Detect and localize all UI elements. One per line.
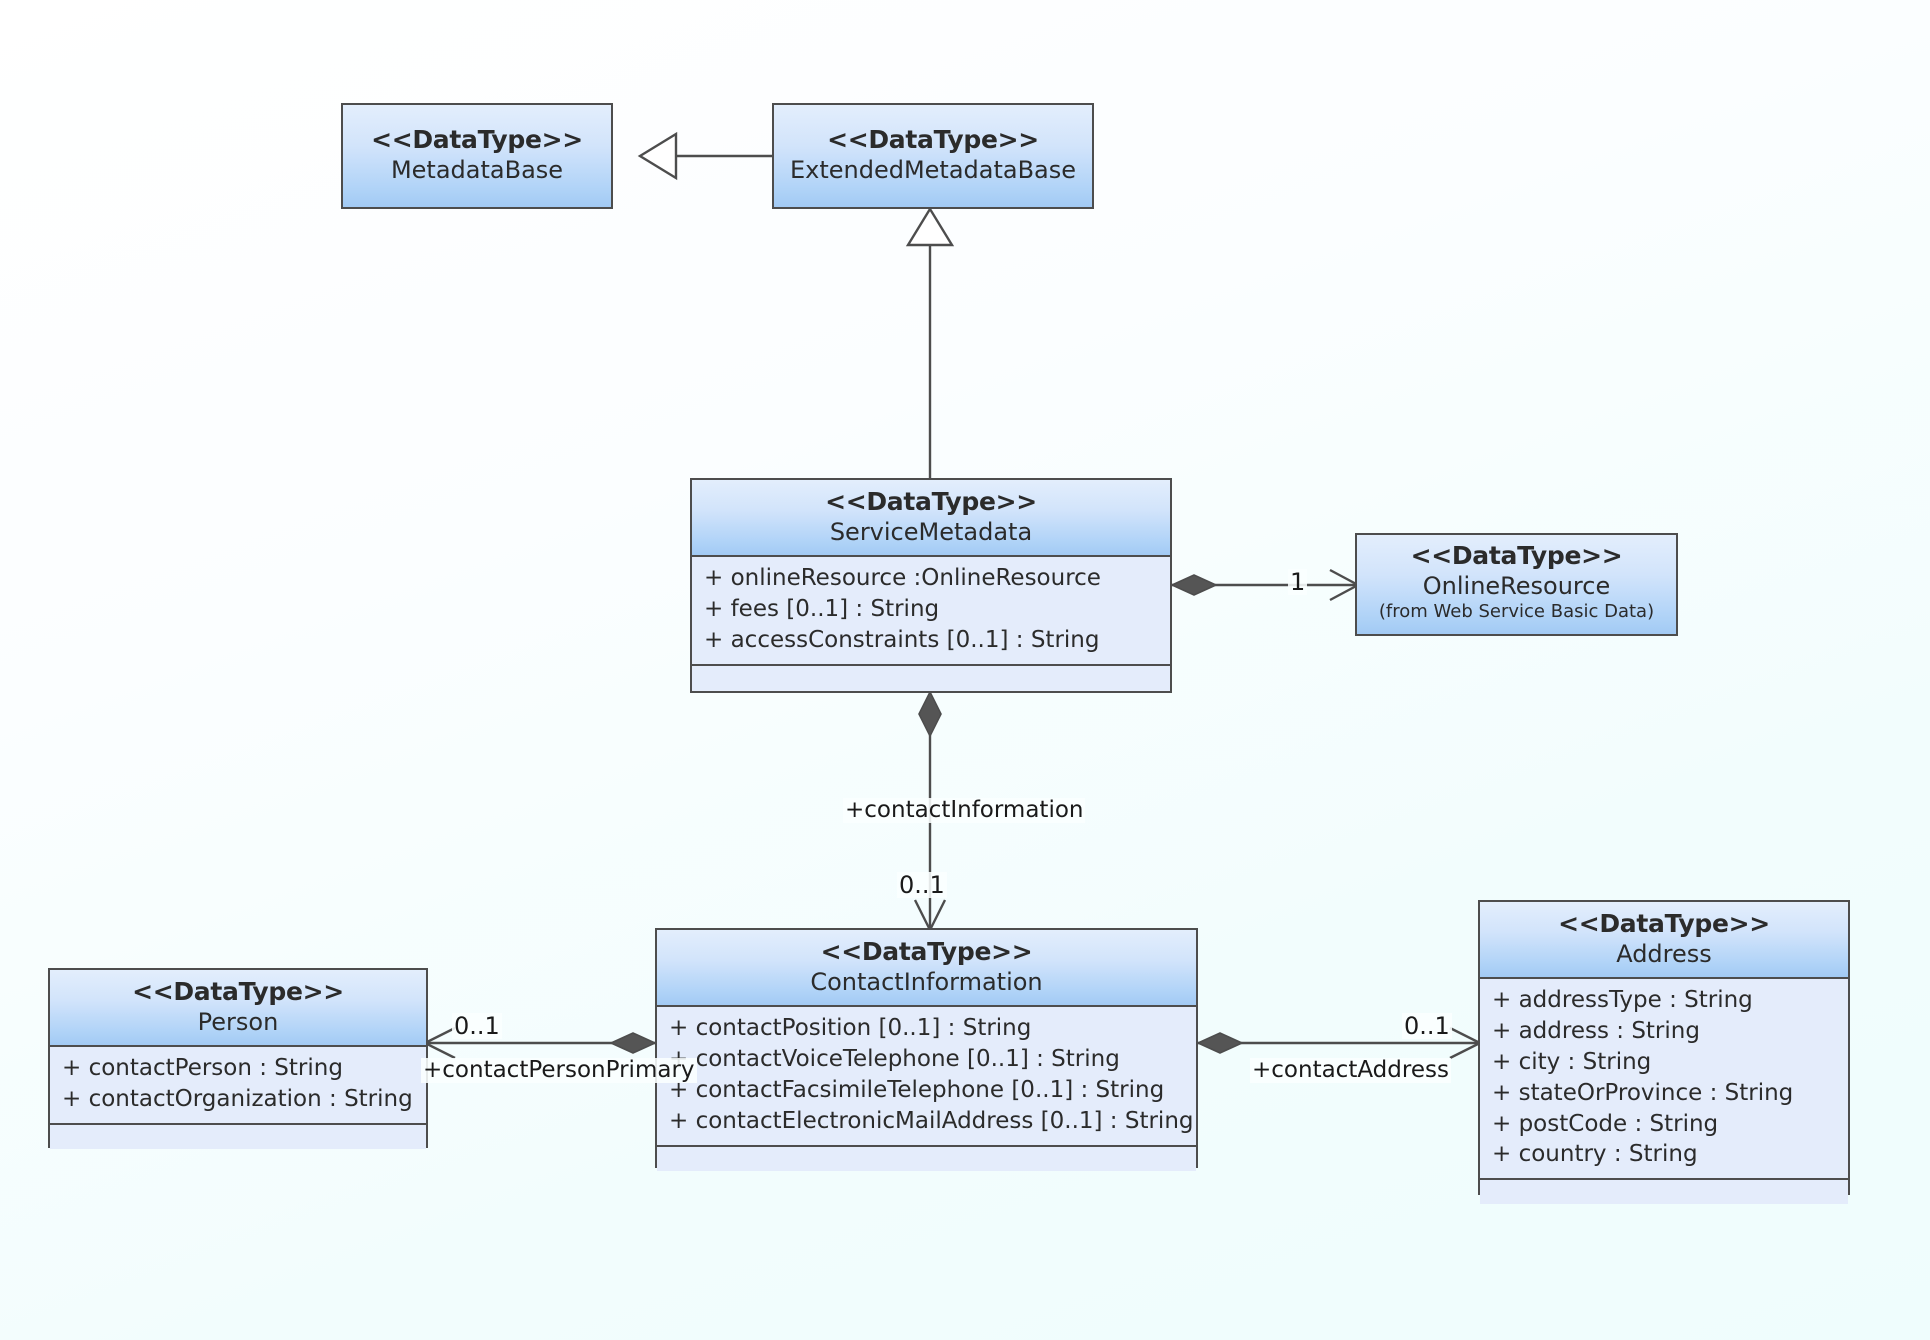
stereotype-label: <<DataType>> xyxy=(820,937,1033,966)
class-attributes-person: + contactPerson : String + contactOrgani… xyxy=(50,1047,426,1123)
class-box-onlineresource[interactable]: <<DataType>> OnlineResource (from Web Se… xyxy=(1355,533,1678,636)
class-operations-person xyxy=(50,1122,426,1149)
class-name-label: ContactInformation xyxy=(810,967,1043,996)
class-name-label: ServiceMetadata xyxy=(829,517,1033,546)
class-name-label: Person xyxy=(197,1007,279,1036)
class-attributes-contactinformation: + contactPosition [0..1] : String + cont… xyxy=(657,1007,1196,1145)
multiplicity-onlineresource: 1 xyxy=(1288,568,1308,596)
class-box-metadatabase[interactable]: <<DataType>> MetadataBase xyxy=(341,103,613,209)
stereotype-label: <<DataType>> xyxy=(825,487,1037,516)
class-header-extendedmetadatabase: <<DataType>> ExtendedMetadataBase xyxy=(774,105,1092,207)
attribute-row: + address : String xyxy=(1492,1018,1700,1045)
attribute-row: + contactElectronicMailAddress [0..1] : … xyxy=(669,1107,1194,1134)
class-attributes-servicemetadata: + onlineResource :OnlineResource + fees … xyxy=(692,557,1170,664)
attribute-row: + city : String xyxy=(1492,1048,1652,1075)
class-box-contactinformation[interactable]: <<DataType>> ContactInformation + contac… xyxy=(655,928,1198,1171)
attribute-row: + onlineResource :OnlineResource xyxy=(704,565,1101,592)
multiplicity-address: 0..1 xyxy=(1402,1012,1452,1040)
attribute-row: + addressType : String xyxy=(1492,987,1753,1014)
attribute-row: + contactPosition [0..1] : String xyxy=(669,1015,1032,1042)
class-header-servicemetadata: <<DataType>> ServiceMetadata xyxy=(692,480,1170,558)
stereotype-label: <<DataType>> xyxy=(1410,541,1623,571)
class-header-address: <<DataType>> Address xyxy=(1480,902,1848,980)
class-header-person: <<DataType>> Person xyxy=(50,970,426,1048)
generalization-extended-to-metadatabase xyxy=(637,131,772,181)
class-name-label: Address xyxy=(1616,939,1712,968)
attribute-row: + contactPerson : String xyxy=(62,1055,343,1082)
class-box-address[interactable]: <<DataType>> Address + addressType : Str… xyxy=(1478,900,1850,1205)
class-name-label: MetadataBase xyxy=(390,155,564,184)
stereotype-label: <<DataType>> xyxy=(1558,909,1770,938)
class-operations-contactinformation xyxy=(657,1144,1196,1171)
multiplicity-contactinformation: 0..1 xyxy=(897,871,947,899)
class-operations-address xyxy=(1480,1178,1848,1205)
multiplicity-person: 0..1 xyxy=(452,1012,502,1040)
role-label-contactaddress: +contactAddress xyxy=(1250,1057,1451,1084)
class-box-person[interactable]: <<DataType>> Person + contactPerson : St… xyxy=(48,968,428,1149)
class-name-label: ExtendedMetadataBase xyxy=(789,155,1077,184)
class-package-note: (from Web Service Basic Data) xyxy=(1378,601,1655,623)
class-attributes-address: + addressType : String + address : Strin… xyxy=(1480,979,1848,1179)
stereotype-label: <<DataType>> xyxy=(371,125,583,155)
attribute-row: + fees [0..1] : String xyxy=(704,596,940,623)
attribute-row: + country : String xyxy=(1492,1141,1698,1168)
class-operations-servicemetadata xyxy=(692,663,1170,690)
attribute-row: + postCode : String xyxy=(1492,1110,1719,1137)
attribute-row: + contactOrganization : String xyxy=(62,1086,413,1113)
stereotype-label: <<DataType>> xyxy=(827,125,1039,155)
class-header-metadatabase: <<DataType>> MetadataBase xyxy=(343,105,611,207)
attribute-row: + contactFacsimileTelephone [0..1] : Str… xyxy=(669,1076,1165,1103)
class-header-onlineresource: <<DataType>> OnlineResource (from Web Se… xyxy=(1357,535,1676,634)
attribute-row: + accessConstraints [0..1] : String xyxy=(704,626,1100,653)
class-name-label: OnlineResource xyxy=(1422,571,1611,600)
attribute-row: + contactVoiceTelephone [0..1] : String xyxy=(669,1046,1120,1073)
composition-servicemetadata-onlineresource xyxy=(1170,568,1361,602)
role-label-contactpersonprimary: +contactPersonPrimary xyxy=(421,1057,697,1084)
class-box-extendedmetadatabase[interactable]: <<DataType>> ExtendedMetadataBase xyxy=(772,103,1094,209)
class-box-servicemetadata[interactable]: <<DataType>> ServiceMetadata + onlineRes… xyxy=(690,478,1172,693)
attribute-row: + stateOrProvince : String xyxy=(1492,1079,1794,1106)
stereotype-label: <<DataType>> xyxy=(132,977,344,1006)
generalization-servicemetadata-to-extended xyxy=(905,206,955,478)
class-header-contactinformation: <<DataType>> ContactInformation xyxy=(657,930,1196,1008)
role-label-contactinformation: +contactInformation xyxy=(843,797,1086,824)
